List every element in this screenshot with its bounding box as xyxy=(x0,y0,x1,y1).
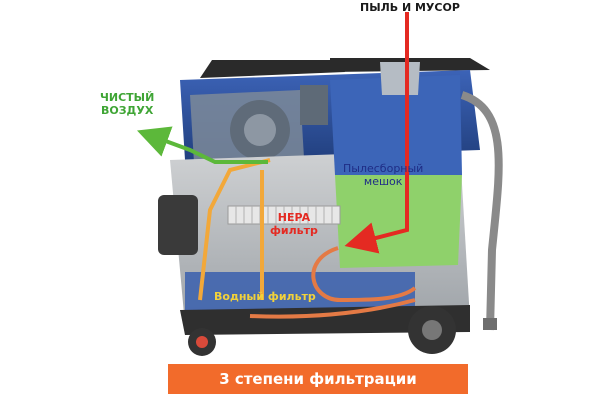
water-filter-text: Водный фильтр xyxy=(214,290,316,303)
dust-flow xyxy=(249,12,417,319)
dust-bag-line1: Пылесборный xyxy=(343,162,424,175)
dust-label: ПЫЛЬ И МУСОР xyxy=(360,1,460,15)
dust-bag-line2: мешок xyxy=(363,174,403,188)
clean-air-label: ЧИСТЫЙ ВОЗДУХ xyxy=(100,91,155,117)
wheels xyxy=(188,306,456,356)
dust-bag-label: Пылесборный мешок xyxy=(343,162,424,188)
dust-label-text: ПЫЛЬ И МУСОР xyxy=(360,1,460,14)
clean-air-flow xyxy=(136,126,268,164)
hepa-filter-label: HEPA фильтр xyxy=(270,211,318,237)
filtration-stages-banner: 3 степени фильтрации xyxy=(168,364,468,394)
clean-air-line2: ВОЗДУХ xyxy=(100,103,154,117)
hepa-filter xyxy=(227,205,341,225)
intermediate-flow xyxy=(198,158,271,301)
water-filter-label: Водный фильтр xyxy=(214,290,316,304)
hose xyxy=(460,91,503,331)
clean-air-line1: ЧИСТЫЙ xyxy=(100,91,155,104)
banner-text: 3 степени фильтрации xyxy=(219,370,417,388)
hepa-line2: фильтр xyxy=(270,223,318,237)
hepa-line1: HEPA xyxy=(277,211,311,224)
